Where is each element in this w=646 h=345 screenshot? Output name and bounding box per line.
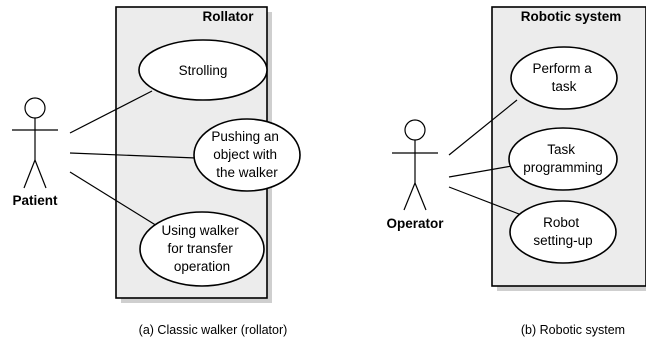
caption-a: (a) Classic walker (rollator) xyxy=(139,323,288,337)
assoc-line-setup xyxy=(448,186,520,215)
rollator-diagram: Rollator Strolling Pushing an object wit… xyxy=(12,6,301,337)
assoc-line-task xyxy=(448,99,518,156)
use-case-transfer xyxy=(139,211,265,287)
caption-b: (b) Robotic system xyxy=(521,323,625,337)
use-case-task-programming xyxy=(508,127,618,191)
rollator-system-title: Rollator xyxy=(202,9,254,24)
use-case-pushing-label: Pushing an object with the walker xyxy=(211,129,282,180)
robotic-system-title: Robotic system xyxy=(521,9,622,24)
patient-actor-label: Patient xyxy=(12,193,58,208)
use-case-strolling-label: Strolling xyxy=(179,63,228,78)
assoc-line-transfer xyxy=(69,171,163,230)
use-case-robot-setup-label: Robot setting-up xyxy=(533,215,592,248)
assoc-line-strolling xyxy=(69,90,153,134)
use-case-transfer-label: Using walker for transfer operation xyxy=(161,223,242,274)
assoc-line-pushing xyxy=(69,152,197,159)
assoc-line-programming xyxy=(448,165,513,178)
use-case-pushing xyxy=(193,118,301,192)
use-case-strolling xyxy=(138,39,268,101)
use-case-task-programming-label: Task programming xyxy=(523,142,603,175)
operator-actor-icon xyxy=(392,119,438,211)
patient-actor-icon xyxy=(12,97,58,189)
operator-actor-label: Operator xyxy=(386,216,444,231)
use-case-perform-task xyxy=(510,46,618,110)
use-case-perform-task-label: Perform a task xyxy=(532,61,595,94)
use-case-robot-setup xyxy=(509,200,617,264)
robotic-diagram: Robotic system Perform a task Task progr… xyxy=(386,6,646,337)
